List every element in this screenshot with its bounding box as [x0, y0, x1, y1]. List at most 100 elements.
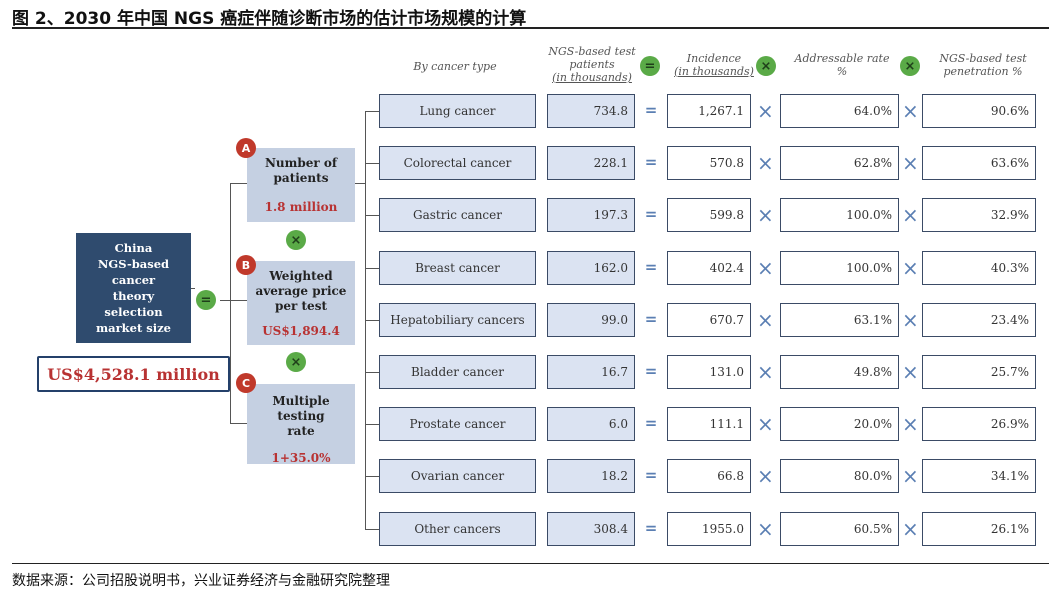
penetration-value: 90.6%	[922, 94, 1036, 128]
incidence-value: 66.8	[667, 459, 751, 493]
equals-sign: =	[644, 258, 658, 276]
times-circle-icon: ⨯	[286, 230, 306, 250]
connector-line	[365, 163, 379, 164]
connector-line	[365, 268, 379, 269]
cancer-type-box: Bladder cancer	[379, 355, 536, 389]
connector-line	[230, 183, 247, 184]
connector-line	[365, 529, 379, 530]
connector-line	[220, 300, 230, 301]
factor-number-of-patients: Number of patients 1.8 million	[247, 148, 355, 222]
china-market-size-box: China NGS-based cancer theory selection …	[76, 233, 191, 343]
title-rule	[12, 27, 1049, 29]
patients-value: 99.0	[547, 303, 635, 337]
connector-line	[365, 424, 379, 425]
times-icon: ×	[757, 412, 774, 436]
addressable-value: 100.0%	[780, 251, 899, 285]
incidence-value: 402.4	[667, 251, 751, 285]
penetration-value: 26.9%	[922, 407, 1036, 441]
patients-value: 162.0	[547, 251, 635, 285]
penetration-value: 26.1%	[922, 512, 1036, 546]
patients-value: 734.8	[547, 94, 635, 128]
addressable-value: 60.5%	[780, 512, 899, 546]
times-circle-icon: ⨯	[756, 56, 776, 76]
times-icon: ×	[757, 99, 774, 123]
connector-line	[365, 476, 379, 477]
times-icon: ×	[902, 360, 919, 384]
addressable-value: 80.0%	[780, 459, 899, 493]
times-icon: ×	[902, 464, 919, 488]
incidence-value: 570.8	[667, 146, 751, 180]
cancer-type-box: Colorectal cancer	[379, 146, 536, 180]
incidence-value: 599.8	[667, 198, 751, 232]
penetration-value: 32.9%	[922, 198, 1036, 232]
patients-value: 308.4	[547, 512, 635, 546]
header-patients: NGS-based test patients (in thousands)	[548, 45, 636, 84]
times-icon: ×	[902, 203, 919, 227]
times-icon: ×	[757, 308, 774, 332]
equals-sign: =	[644, 205, 658, 223]
incidence-value: 1955.0	[667, 512, 751, 546]
factor-weighted-price: Weighted average price per test US$1,894…	[247, 261, 355, 345]
cancer-type-box: Other cancers	[379, 512, 536, 546]
header-incidence: Incidence (in thousands)	[674, 52, 754, 78]
cancer-type-box: Ovarian cancer	[379, 459, 536, 493]
header-addressable: Addressable rate %	[794, 52, 890, 78]
addressable-value: 100.0%	[780, 198, 899, 232]
times-icon: ×	[757, 517, 774, 541]
patients-value: 6.0	[547, 407, 635, 441]
addressable-value: 64.0%	[780, 94, 899, 128]
letter-b-badge: B	[236, 255, 256, 275]
penetration-value: 63.6%	[922, 146, 1036, 180]
connector-line	[365, 320, 379, 321]
header-by-cancer-type: By cancer type	[413, 60, 497, 73]
connector-line	[230, 300, 247, 301]
patients-value: 18.2	[547, 459, 635, 493]
figure-title: 图 2、2030 年中国 NGS 癌症伴随诊断市场的估计市场规模的计算	[12, 9, 527, 29]
addressable-value: 62.8%	[780, 146, 899, 180]
equals-sign: =	[644, 519, 658, 537]
equals-circle-icon: =	[640, 56, 660, 76]
times-icon: ×	[902, 517, 919, 541]
letter-c-badge: C	[236, 373, 256, 393]
times-icon: ×	[757, 256, 774, 280]
times-icon: ×	[757, 360, 774, 384]
cancer-type-box: Hepatobiliary cancers	[379, 303, 536, 337]
penetration-value: 25.7%	[922, 355, 1036, 389]
times-icon: ×	[902, 99, 919, 123]
cancer-type-box: Breast cancer	[379, 251, 536, 285]
connector-line	[365, 111, 379, 112]
cancer-type-box: Lung cancer	[379, 94, 536, 128]
equals-sign: =	[644, 466, 658, 484]
equals-sign: =	[644, 310, 658, 328]
connector-line	[365, 215, 379, 216]
times-icon: ×	[757, 151, 774, 175]
times-icon: ×	[902, 151, 919, 175]
patients-value: 16.7	[547, 355, 635, 389]
equals-sign: =	[644, 362, 658, 380]
connector-line	[365, 372, 379, 373]
equals-sign: =	[644, 101, 658, 119]
factor-multiple-testing-rate: Multiple testing rate 1+35.0%	[247, 384, 355, 465]
header-penetration: NGS-based test penetration %	[939, 52, 1027, 78]
penetration-value: 34.1%	[922, 459, 1036, 493]
times-icon: ×	[902, 256, 919, 280]
equals-sign: =	[644, 153, 658, 171]
patients-value: 197.3	[547, 198, 635, 232]
penetration-value: 23.4%	[922, 303, 1036, 337]
times-icon: ×	[902, 412, 919, 436]
patients-value: 228.1	[547, 146, 635, 180]
incidence-value: 1,267.1	[667, 94, 751, 128]
equals-circle-icon: =	[196, 290, 216, 310]
cancer-type-box: Gastric cancer	[379, 198, 536, 232]
total-market-size: US$4,528.1 million	[37, 356, 230, 392]
incidence-value: 131.0	[667, 355, 751, 389]
addressable-value: 49.8%	[780, 355, 899, 389]
times-circle-icon: ⨯	[286, 352, 306, 372]
letter-a-badge: A	[236, 138, 256, 158]
addressable-value: 20.0%	[780, 407, 899, 441]
cancer-type-box: Prostate cancer	[379, 407, 536, 441]
source-rule	[12, 563, 1049, 564]
equals-sign: =	[644, 414, 658, 432]
connector-line	[355, 183, 365, 184]
times-circle-icon: ⨯	[900, 56, 920, 76]
